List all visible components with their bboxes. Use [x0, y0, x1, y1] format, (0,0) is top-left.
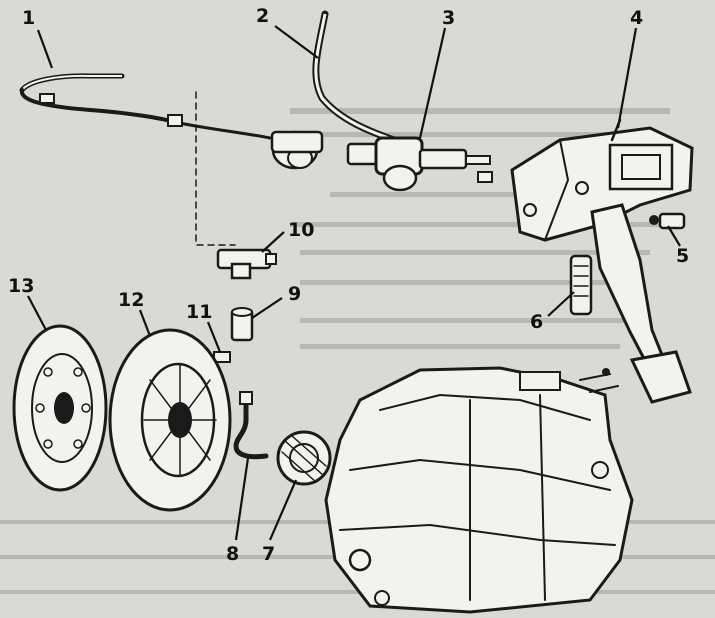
callout-5: 5 — [676, 245, 689, 267]
part-7-release-bearing — [276, 430, 332, 486]
part-line-damper — [270, 130, 324, 170]
callout-6: 6 — [530, 311, 543, 333]
callout-10: 10 — [288, 219, 314, 241]
callout-9: 9 — [288, 283, 301, 305]
part-2-reservoir-hose — [312, 10, 404, 146]
part-3-master-cylinder — [346, 136, 493, 192]
part-1-hydraulic-line — [19, 73, 272, 140]
part-clutch-pedal — [590, 203, 692, 404]
callout-1: 1 — [22, 7, 35, 29]
leader-lines — [27, 25, 681, 541]
callout-labels: 1 2 3 4 5 6 7 8 9 10 11 12 13 — [8, 5, 689, 565]
part-10-connector — [216, 248, 277, 280]
assembly-axis-line — [195, 91, 236, 246]
callout-8: 8 — [226, 543, 239, 565]
part-5-switch — [649, 212, 686, 230]
part-13-clutch-disc — [12, 324, 108, 492]
callout-3: 3 — [442, 7, 455, 29]
part-4-pedal-bracket — [510, 118, 694, 242]
part-8-slave-line — [233, 391, 269, 460]
callout-2: 2 — [256, 5, 269, 27]
callout-7: 7 — [262, 543, 275, 565]
part-gearbox-housing — [324, 366, 634, 614]
callout-12: 12 — [118, 289, 144, 311]
part-6-assist-spring — [569, 254, 593, 316]
callout-11: 11 — [186, 301, 212, 323]
part-12-pressure-plate — [108, 328, 232, 512]
callout-13: 13 — [8, 275, 34, 297]
part-9-sleeve — [230, 307, 254, 342]
callout-4: 4 — [630, 7, 643, 29]
